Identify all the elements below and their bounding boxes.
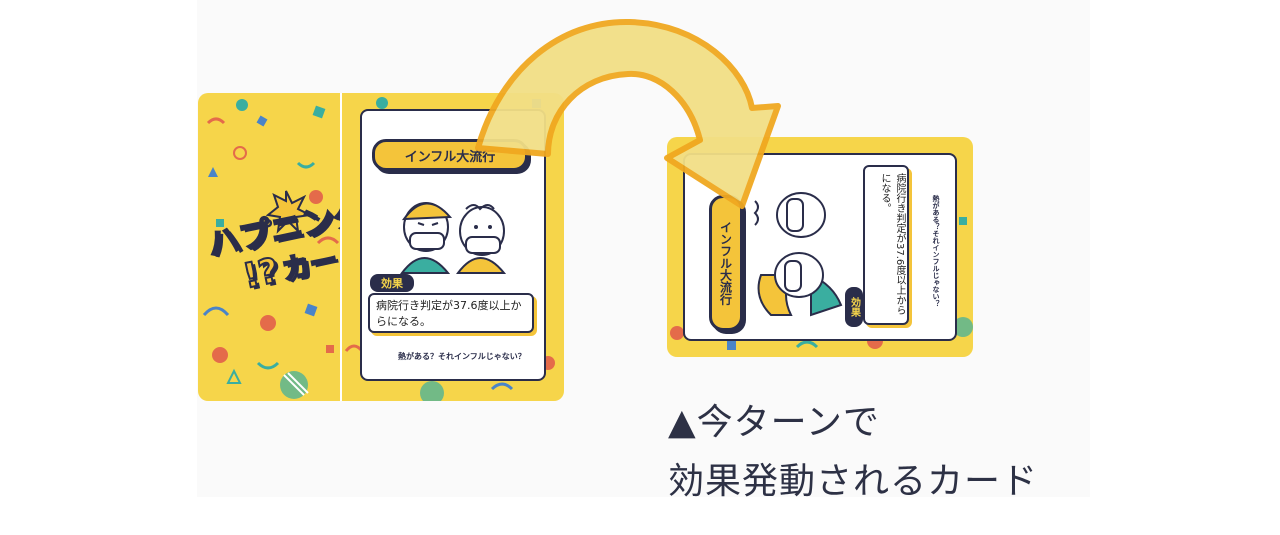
effect-label: 効果 bbox=[370, 274, 414, 292]
card-front[interactable]: インフル大流行 効果 病院行き判定が37.6度以上からになる。 熱がある？それイ… bbox=[340, 93, 564, 401]
rotated-illustration bbox=[753, 192, 843, 317]
rotated-card-title: インフル大流行 bbox=[709, 195, 743, 331]
flavor-text: 熱がある？それインフルじゃない？ bbox=[398, 352, 526, 361]
caption-line1: ▲今ターンで bbox=[668, 402, 880, 443]
effect-text: 病院行き判定が37.6度以上からになる。 bbox=[376, 299, 522, 328]
illustration-masked-people bbox=[400, 202, 507, 274]
rotated-effect-label: 効果 bbox=[845, 287, 863, 327]
logo-mark: !? bbox=[239, 250, 284, 298]
confetti-pattern-rotated bbox=[670, 217, 973, 350]
effect-text-box: 病院行き判定が37.6度以上からになる。 bbox=[368, 293, 534, 333]
rotated-flavor-text: 熱がある？それインフルじゃない？ bbox=[932, 195, 940, 307]
rotated-effect-text: 病院行き判定が37.6度以上からになる。 bbox=[879, 173, 905, 316]
card-back[interactable]: ハプニング !? カード bbox=[198, 93, 343, 401]
card-title: インフル大流行 bbox=[372, 139, 528, 171]
confetti-pattern bbox=[202, 99, 340, 399]
card-title-text: インフル大流行 bbox=[404, 149, 496, 165]
rotated-effect-text-box: 病院行き判定が37.6度以上からになる。 bbox=[863, 165, 909, 325]
card-rotated[interactable]: インフル大流行 病院行き判定が37.6度以上からになる。 効果 熱がある？それイ… bbox=[667, 137, 973, 357]
card-rotated-face: インフル大流行 病院行き判定が37.6度以上からになる。 効果 熱がある？それイ… bbox=[683, 153, 957, 341]
rotated-card-title-text: インフル大流行 bbox=[718, 221, 733, 305]
caption-line2: 効果発動されるカード bbox=[668, 461, 1039, 502]
card-front-face: インフル大流行 効果 病院行き判定が37.6度以上からになる。 熱がある？それイ… bbox=[360, 109, 546, 381]
